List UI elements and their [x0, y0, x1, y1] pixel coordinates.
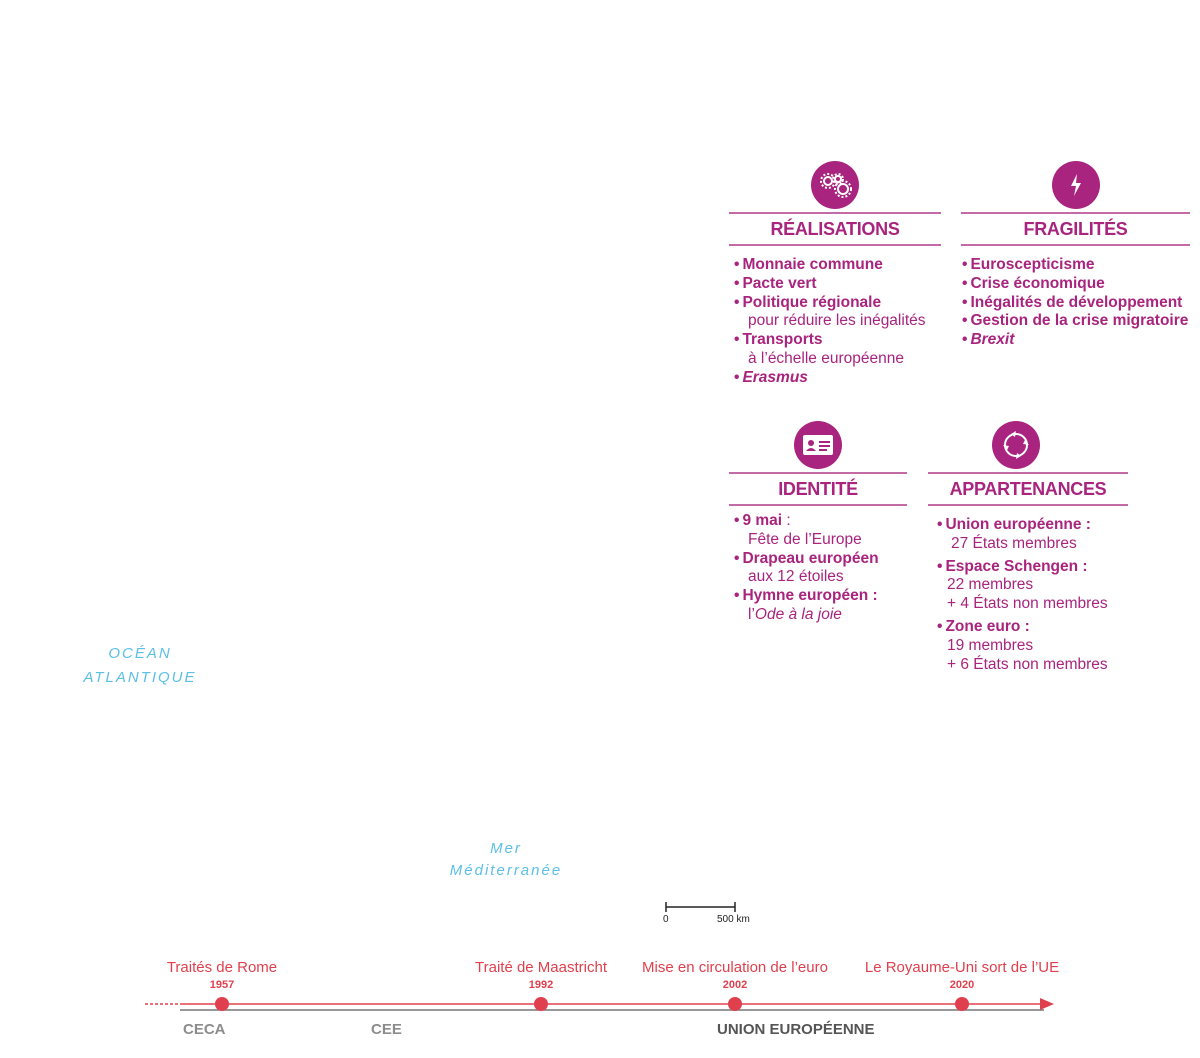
- event-dot-2002: [728, 997, 742, 1011]
- list-item: •9 mai : Fête de l’Europe: [734, 512, 862, 548]
- list-item: •Drapeau européen aux 12 étoiles: [734, 549, 879, 586]
- list-item: •Brexit: [962, 331, 1015, 349]
- list-item: •Monnaie commune: [734, 256, 883, 273]
- event-dot-1957: [215, 997, 229, 1011]
- sea-label: Mer Méditerranée: [426, 838, 586, 882]
- list-item: •Hymne européen : l’Ode à la joie: [734, 587, 878, 623]
- list-item: •Politique régionale pour réduire les in…: [734, 293, 926, 330]
- event-label: Traités de Rome: [166, 959, 278, 976]
- era-label-ceca: CECA: [183, 1021, 226, 1038]
- ocean-label-line2: ATLANTIQUE: [83, 669, 197, 686]
- list-item: •Erasmus: [734, 368, 808, 386]
- cycle-arrows-icon: [992, 421, 1040, 469]
- scale-bar-graphic: [665, 902, 736, 912]
- identite-list: •9 mai : Fête de l’Europe •Drapeau europ…: [734, 512, 934, 625]
- list-item: •Gestion de la crise migratoire: [962, 312, 1189, 330]
- sea-label-line1: Mer: [490, 840, 522, 857]
- lightning-icon: [1052, 161, 1100, 209]
- timeline-axis: [145, 997, 1054, 1011]
- event-year: 2002: [722, 979, 748, 991]
- scale-end: 500 km: [717, 914, 750, 925]
- list-item: •Crise économique: [962, 274, 1105, 292]
- fragilites-title: FRAGILITÉS: [961, 212, 1190, 246]
- event-year: 1957: [209, 979, 235, 991]
- era-label-ue: UNION EUROPÉENNE: [717, 1021, 875, 1038]
- list-item: •Transports à l’échelle européenne: [734, 331, 904, 367]
- realisations-title: RÉALISATIONS: [729, 212, 941, 246]
- event-label: Traité de Maastricht: [475, 959, 607, 976]
- event-year: 1992: [528, 979, 554, 991]
- list-item: •Euroscepticisme: [962, 256, 1095, 273]
- appartenances-list: •Union européenne : 27 États membres •Es…: [937, 516, 1137, 674]
- scale-start: 0: [663, 914, 669, 925]
- realisations-list: •Monnaie commune •Pacte vert •Politique …: [734, 256, 964, 388]
- event-year: 2020: [949, 979, 975, 991]
- appartenances-title: APPARTENANCES: [928, 472, 1128, 506]
- list-item: •Pacte vert: [734, 274, 817, 292]
- list-item: •Zone euro : 19 membres + 6 États non me…: [937, 617, 1108, 673]
- identite-title: IDENTITÉ: [729, 472, 907, 506]
- id-card-icon: [794, 421, 842, 469]
- list-item: •Inégalités de développement: [962, 293, 1183, 311]
- fragilites-list: •Euroscepticisme •Crise économique •Inég…: [962, 256, 1198, 350]
- scale-bar: 0 500 km: [660, 900, 760, 930]
- event-label: Mise en circulation de l’euro: [642, 959, 828, 976]
- timeline: Traités de Rome 1957 Traité de Maastrich…: [0, 950, 1200, 1048]
- event-label: Le Royaume-Uni sort de l’UE: [864, 959, 1060, 976]
- list-item: •Espace Schengen : 22 membres + 4 États …: [937, 557, 1108, 613]
- sea-label-line2: Méditerranée: [449, 862, 563, 879]
- ocean-label-line1: OCÉAN: [108, 645, 172, 662]
- event-dot-2020: [955, 997, 969, 1011]
- gears-icon: [811, 161, 859, 209]
- event-dot-1992: [534, 997, 548, 1011]
- list-item: •Union européenne : 27 États membres: [937, 516, 1091, 552]
- era-label-cee: CEE: [371, 1021, 402, 1038]
- ocean-label: OCÉAN ATLANTIQUE: [70, 642, 210, 690]
